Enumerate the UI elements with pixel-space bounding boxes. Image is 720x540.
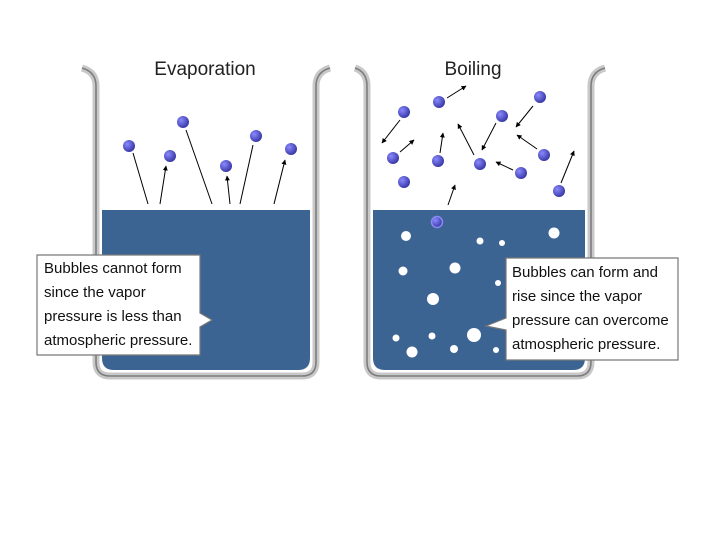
- molecule-arrow: [273, 159, 287, 205]
- callout-line: since the vapor: [44, 284, 146, 301]
- molecule: [123, 140, 135, 152]
- boiling-bubbles: [392, 227, 560, 358]
- boiling-panel: Boiling: [353, 59, 679, 380]
- callout-line: pressure is less than: [44, 308, 182, 325]
- molecule-arrow: [515, 105, 534, 128]
- molecule-arrow: [159, 165, 168, 205]
- right-molecules: [381, 85, 575, 229]
- left-molecules: [123, 116, 297, 205]
- evaporation-title: Evaporation: [154, 59, 255, 80]
- molecule-path-line: [185, 129, 213, 205]
- callout-line: atmospheric pressure.: [512, 336, 660, 353]
- molecule-arrow: [381, 119, 401, 144]
- molecule: [398, 176, 410, 188]
- molecule: [387, 152, 399, 164]
- bubble: [548, 227, 560, 239]
- molecule-arrow: [516, 134, 538, 150]
- evaporation-callout: Bubbles cannot form since the vapor pres…: [36, 254, 214, 356]
- bubble: [467, 328, 481, 342]
- callout-line: pressure can overcome: [512, 312, 669, 329]
- bubble: [449, 262, 461, 274]
- molecule: [433, 96, 445, 108]
- bubble: [398, 266, 408, 276]
- molecule: [496, 110, 508, 122]
- bubble: [450, 345, 458, 353]
- bubble: [499, 240, 505, 246]
- molecule: [538, 149, 550, 161]
- molecule: [430, 215, 444, 229]
- molecule: [474, 158, 486, 170]
- bubble: [476, 237, 484, 245]
- callout-line: rise since the vapor: [512, 288, 642, 305]
- molecule: [220, 160, 232, 172]
- boiling-callout: Bubbles can form and rise since the vapo…: [483, 257, 679, 361]
- molecule-arrow: [399, 139, 415, 153]
- boiling-title: Boiling: [444, 59, 501, 80]
- molecule: [164, 150, 176, 162]
- evaporation-panel: Evaporation Bubbles cannot form since th…: [36, 59, 332, 380]
- molecule-arrow: [439, 132, 445, 154]
- callout-line: Bubbles can form and: [512, 264, 658, 281]
- callout-line: Bubbles cannot form: [44, 260, 182, 277]
- bubble: [495, 280, 501, 286]
- molecule: [432, 155, 444, 167]
- molecule: [515, 167, 527, 179]
- bubble: [406, 346, 418, 358]
- molecule-arrow: [481, 122, 497, 151]
- molecule-path-line: [132, 152, 149, 205]
- molecule-arrow: [447, 184, 456, 206]
- molecule: [285, 143, 297, 155]
- bubble: [401, 231, 411, 241]
- molecule: [177, 116, 189, 128]
- molecule: [250, 130, 262, 142]
- molecule-arrow: [224, 175, 231, 205]
- molecule-arrow: [560, 150, 575, 184]
- bubble: [428, 332, 436, 340]
- molecule-arrow: [495, 161, 514, 171]
- molecule-arrow: [446, 85, 467, 99]
- molecule: [553, 185, 565, 197]
- bubble: [493, 347, 499, 353]
- molecule: [534, 91, 546, 103]
- molecule: [398, 106, 410, 118]
- bubble: [392, 334, 400, 342]
- bubble: [427, 293, 439, 305]
- callout-line: atmospheric pressure.: [44, 332, 192, 349]
- molecule-arrow: [457, 123, 475, 156]
- molecule-path-line: [239, 144, 254, 205]
